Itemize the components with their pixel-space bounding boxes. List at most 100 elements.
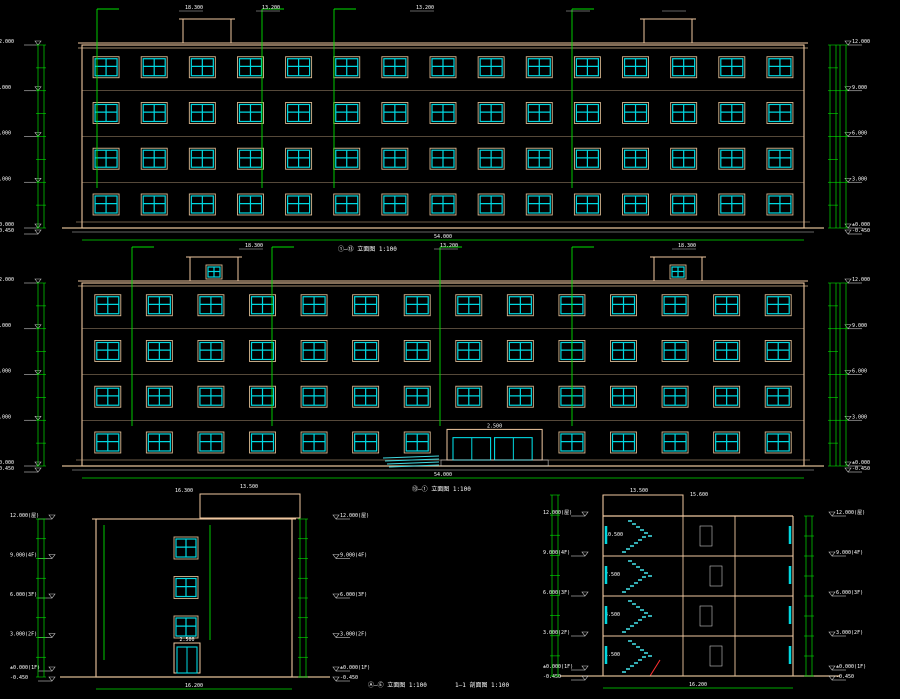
level-triangle bbox=[828, 665, 836, 671]
window-frame bbox=[766, 102, 794, 124]
window-frame bbox=[140, 193, 168, 216]
window-frame bbox=[285, 193, 313, 216]
level-marker: 12.000(屋) bbox=[828, 510, 865, 517]
window bbox=[477, 147, 505, 170]
window-frame bbox=[237, 147, 264, 170]
window-frame bbox=[713, 385, 741, 408]
level-triangle bbox=[332, 593, 340, 599]
right-dimension-chain-outer bbox=[838, 282, 848, 467]
side-elevation-title: Ⓐ—Ⓔ 立面图 1:100 bbox=[368, 681, 427, 689]
level-label: 6.000(3F) bbox=[543, 590, 570, 596]
window-frame bbox=[197, 340, 225, 362]
window-frame bbox=[558, 431, 586, 454]
window bbox=[573, 193, 601, 216]
level-marker: ±0.000 bbox=[844, 222, 870, 229]
window bbox=[249, 385, 276, 408]
window-frame bbox=[622, 56, 649, 79]
window bbox=[237, 102, 264, 124]
level-marker: -0.450 bbox=[332, 675, 358, 682]
level-marker: -0.450 bbox=[10, 675, 56, 682]
window bbox=[249, 431, 276, 454]
window-frame bbox=[237, 193, 264, 216]
window bbox=[506, 385, 534, 408]
window bbox=[622, 56, 649, 79]
level-label: -0.450 bbox=[852, 466, 870, 472]
stair-landing-label: 1.500 bbox=[605, 652, 620, 658]
window bbox=[381, 102, 409, 124]
window-frame bbox=[285, 102, 313, 124]
section-1-1: 10.5007.5004.5001.50012.000(屋)12.000(屋)9… bbox=[543, 488, 866, 689]
window-frame bbox=[188, 56, 216, 79]
level-label: ±0.000 bbox=[0, 460, 14, 466]
level-label: 9.000(4F) bbox=[543, 550, 570, 556]
level-triangle bbox=[844, 40, 852, 46]
window bbox=[381, 147, 409, 170]
level-label: ±0.000 bbox=[0, 222, 14, 228]
stair-penthouse bbox=[643, 18, 693, 44]
window bbox=[94, 340, 122, 362]
level-marker: 9.000 bbox=[844, 323, 867, 330]
window bbox=[764, 340, 792, 362]
level-marker: 6.000(3F) bbox=[332, 592, 367, 599]
window bbox=[92, 147, 120, 170]
window bbox=[477, 56, 505, 79]
window-frame bbox=[188, 147, 216, 170]
window bbox=[300, 431, 328, 454]
window bbox=[558, 431, 586, 454]
level-triangle bbox=[844, 132, 852, 137]
window bbox=[429, 193, 457, 216]
window-frame bbox=[352, 431, 380, 454]
front-elevation: 18.30013.20013.20012.00012.0009.0009.000… bbox=[0, 5, 870, 241]
window bbox=[669, 264, 687, 280]
level-marker: 12.000 bbox=[0, 277, 42, 284]
rear-elevation-title: ⑬—① 立面图 1:100 bbox=[412, 485, 471, 493]
window bbox=[713, 340, 741, 362]
level-marker: 3.000 bbox=[844, 414, 867, 421]
window-frame bbox=[718, 193, 746, 216]
window bbox=[403, 294, 431, 317]
window bbox=[622, 193, 649, 216]
level-label: 3.000(2F) bbox=[340, 632, 367, 638]
ridge-level-label: 13.200 bbox=[440, 243, 458, 249]
window-frame bbox=[188, 193, 216, 216]
window bbox=[197, 431, 225, 454]
window-frame bbox=[145, 385, 173, 408]
window-frame bbox=[197, 294, 225, 317]
level-marker: -0.450 bbox=[844, 228, 870, 235]
window-frame bbox=[661, 385, 689, 408]
level-triangle bbox=[844, 229, 852, 235]
window-frame bbox=[188, 102, 216, 124]
ridge-level-label: 18.300 bbox=[245, 243, 263, 249]
level-label: 12.000 bbox=[0, 277, 14, 283]
window-frame bbox=[506, 385, 534, 408]
level-label: 9.000(4F) bbox=[340, 553, 367, 559]
section-penthouse bbox=[602, 494, 684, 517]
level-triangle bbox=[844, 324, 852, 330]
window-frame bbox=[140, 147, 168, 170]
section-door bbox=[699, 525, 713, 547]
stair-landing-label: 10.500 bbox=[605, 532, 623, 538]
level-marker: -0.450 bbox=[844, 466, 870, 473]
level-marker: 3.000(2F) bbox=[543, 630, 589, 637]
level-marker: 9.000 bbox=[844, 85, 867, 92]
level-triangle bbox=[48, 514, 56, 520]
window-frame bbox=[766, 56, 794, 79]
window bbox=[477, 193, 505, 216]
window bbox=[92, 193, 120, 216]
level-triangle bbox=[48, 676, 56, 682]
level-marker: 3.000(2F) bbox=[828, 630, 863, 637]
window-frame bbox=[249, 340, 276, 362]
window bbox=[197, 294, 225, 317]
window bbox=[188, 102, 216, 124]
window-frame bbox=[455, 340, 483, 362]
window bbox=[429, 147, 457, 170]
window-frame bbox=[92, 56, 120, 79]
window bbox=[237, 193, 264, 216]
section-marker bbox=[649, 659, 661, 677]
window-frame bbox=[381, 102, 409, 124]
window-frame bbox=[197, 385, 225, 408]
section-ridge-label: 15.600 bbox=[690, 492, 708, 498]
window bbox=[764, 385, 792, 408]
window-frame bbox=[477, 56, 505, 79]
